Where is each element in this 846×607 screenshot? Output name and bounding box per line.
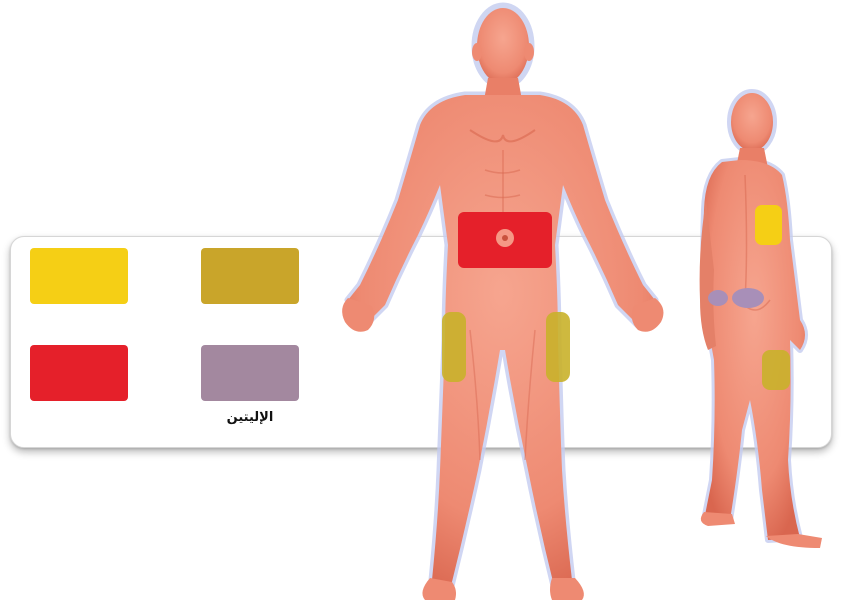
front-right-thigh-zone xyxy=(546,312,570,382)
back-right-buttock-zone xyxy=(732,288,764,308)
front-left-thigh-zone xyxy=(442,312,466,382)
back-upper-arm-zone xyxy=(755,205,782,245)
back-thigh-zone xyxy=(762,350,790,390)
back-left-buttock-zone xyxy=(708,290,728,306)
back-body-figure xyxy=(700,92,822,548)
front-body-figure xyxy=(342,6,663,600)
